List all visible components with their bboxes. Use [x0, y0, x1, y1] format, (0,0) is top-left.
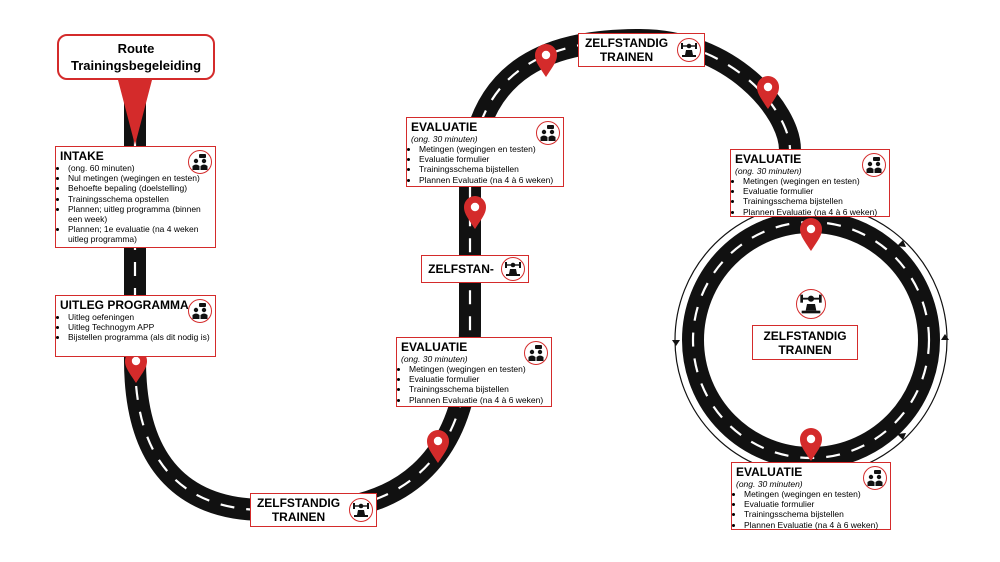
evaluatie-duration: (ong. 30 minuten): [735, 166, 802, 176]
list-item: Trainingsschema opstellen: [68, 194, 211, 204]
training-label-line2: TRAINEN: [778, 343, 832, 357]
training-label-line1: ZELFSTANDIG: [256, 496, 341, 510]
map-pin-icon: [535, 44, 557, 77]
evaluatie-box-1: EVALUATIE (ong. 30 minuten) Metingen (we…: [396, 337, 552, 407]
list-item: Trainingsschema bijstellen: [743, 196, 885, 206]
evaluatie-title: EVALUATIE: [411, 120, 478, 134]
list-item: Plannen Evaluatie (na 4 à 6 weken): [419, 175, 559, 185]
route-title-line2: Trainingsbegeleiding: [70, 58, 202, 73]
uitleg-title: UITLEG PROGRAMMA: [60, 298, 189, 312]
route-title: Route Trainingsbegeleiding: [57, 34, 215, 80]
weightlifting-icon: [677, 38, 701, 62]
zelfstandig-trainen-top: ZELFSTANDIG TRAINEN: [578, 33, 705, 67]
evaluatie-box-2: EVALUATIE (ong. 30 minuten) Metingen (we…: [406, 117, 564, 187]
list-item: Plannen Evaluatie (na 4 à 6 weken): [409, 395, 547, 405]
list-item: Uitleg oefeningen: [68, 312, 211, 322]
map-pin-icon: [800, 428, 822, 461]
weightlifting-icon: [501, 257, 525, 281]
weightlifting-icon: [796, 289, 826, 319]
training-label-line2: TRAINEN: [599, 50, 654, 64]
zelfstandig-trainen-circle: ZELFSTANDIG TRAINEN: [752, 325, 858, 360]
map-pin-icon: [757, 76, 779, 109]
consultation-icon: [536, 121, 560, 145]
training-label-line1: ZELFSTANDIG: [584, 36, 669, 50]
list-item: Plannen Evaluatie (na 4 à 6 weken): [743, 207, 885, 217]
list-item: Metingen (wegingen en testen): [419, 144, 559, 154]
list-item: Evaluatie formulier: [419, 154, 559, 164]
consultation-icon: [188, 150, 212, 174]
evaluatie-list: Metingen (wegingen en testen) Evaluatie …: [401, 364, 547, 405]
list-item: Trainingsschema bijstellen: [409, 384, 547, 394]
evaluatie-title: EVALUATIE: [736, 465, 803, 479]
evaluatie-box-3: EVALUATIE (ong. 30 minuten) Metingen (we…: [730, 149, 890, 217]
list-item: Evaluatie formulier: [743, 186, 885, 196]
intake-list: (ong. 60 minuten) Nul metingen (wegingen…: [60, 163, 211, 245]
list-item: Uitleg Technogym APP: [68, 322, 211, 332]
list-item: Trainingsschema bijstellen: [419, 164, 559, 174]
list-item: Plannen; uitleg programma (binnen een we…: [68, 204, 211, 224]
training-label-line2: TRAINEN: [271, 510, 326, 524]
list-item: Plannen; 1e evaluatie (na 4 weken uitleg…: [68, 224, 211, 244]
evaluatie-title: EVALUATIE: [735, 152, 802, 166]
route-title-line1: Route: [117, 41, 155, 56]
evaluatie-duration: (ong. 30 minuten): [401, 354, 468, 364]
map-pin-icon: [125, 350, 147, 383]
list-item: (ong. 60 minuten): [68, 163, 211, 173]
evaluatie-duration: (ong. 30 minuten): [411, 134, 478, 144]
intake-box: INTAKE (ong. 60 minuten) Nul metingen (w…: [55, 146, 216, 248]
map-pin-icon: [427, 430, 449, 463]
weightlifting-icon: [349, 498, 373, 522]
list-item: Evaluatie formulier: [744, 499, 886, 509]
uitleg-programma-box: UITLEG PROGRAMMA Uitleg oefeningen Uitle…: [55, 295, 216, 357]
loop-arrows: [672, 240, 949, 440]
map-pin-icon: [800, 218, 822, 251]
list-item: Plannen Evaluatie (na 4 à 6 weken): [744, 520, 886, 530]
evaluatie-list: Metingen (wegingen en testen) Evaluatie …: [735, 176, 885, 217]
consultation-icon: [188, 299, 212, 323]
consultation-icon: [524, 341, 548, 365]
list-item: Evaluatie formulier: [409, 374, 547, 384]
list-item: Trainingsschema bijstellen: [744, 509, 886, 519]
list-item: Bijstellen programma (als dit nodig is): [68, 332, 211, 342]
list-item: Metingen (wegingen en testen): [743, 176, 885, 186]
zelfstandig-trainen-middle: ZELFSTAN-: [421, 255, 529, 283]
uitleg-list: Uitleg oefeningen Uitleg Technogym APP B…: [60, 312, 211, 343]
training-label: ZELFSTAN-: [428, 262, 494, 276]
evaluatie-box-4: EVALUATIE (ong. 30 minuten) Metingen (we…: [731, 462, 891, 530]
consultation-icon: [863, 466, 887, 490]
consultation-icon: [862, 153, 886, 177]
title-pointer: [118, 80, 152, 145]
list-item: Metingen (wegingen en testen): [409, 364, 547, 374]
list-item: Nul metingen (wegingen en testen): [68, 173, 211, 183]
training-label-line1: ZELFSTANDIG: [763, 329, 847, 343]
evaluatie-title: EVALUATIE: [401, 340, 468, 354]
evaluatie-list: Metingen (wegingen en testen) Evaluatie …: [736, 489, 886, 530]
list-item: Metingen (wegingen en testen): [744, 489, 886, 499]
evaluatie-duration: (ong. 30 minuten): [736, 479, 803, 489]
evaluatie-list: Metingen (wegingen en testen) Evaluatie …: [411, 144, 559, 185]
zelfstandig-trainen-bottom: ZELFSTANDIG TRAINEN: [250, 493, 377, 527]
intake-title: INTAKE: [60, 149, 104, 163]
list-item: Behoefte bepaling (doelstelling): [68, 183, 211, 193]
map-pin-icon: [464, 196, 486, 229]
